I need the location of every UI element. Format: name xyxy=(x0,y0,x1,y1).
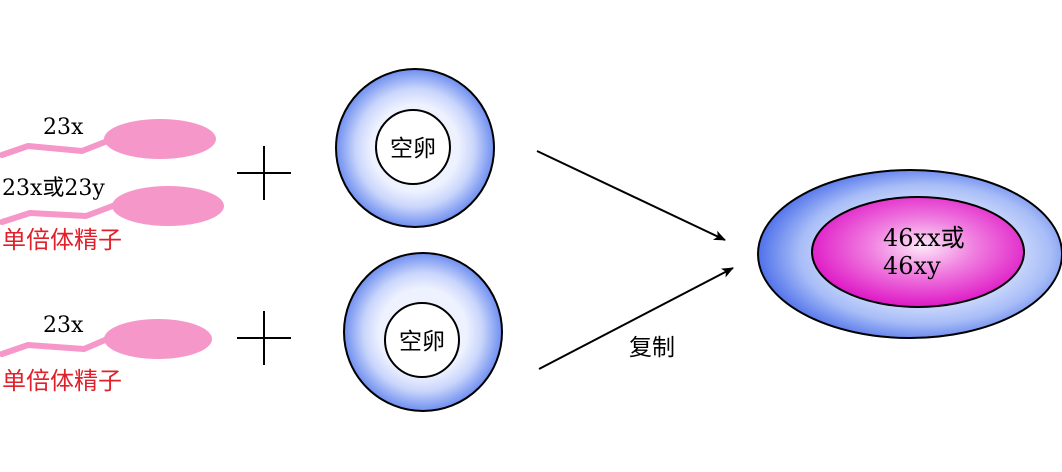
arrow-bottom xyxy=(538,267,734,370)
plus-icon-top xyxy=(237,146,291,200)
egg-top-label: 空卵 xyxy=(390,136,436,162)
copy-label: 复制 xyxy=(629,335,675,361)
egg-nucleus xyxy=(384,302,460,378)
sperm-tail xyxy=(0,201,121,225)
result-label-line2: 46xy xyxy=(883,252,941,280)
sperm-head xyxy=(112,186,224,226)
empty-egg-top xyxy=(335,68,495,228)
sperm-bottom-label: 23x xyxy=(43,313,84,338)
sperm-head xyxy=(104,119,216,159)
sperm-top-2-label: 23x或23y xyxy=(2,176,105,201)
haploid-sperm-label-bottom: 单倍体精子 xyxy=(2,367,122,395)
sperm-tail xyxy=(0,137,113,158)
result-label-line1: 46xx或 xyxy=(883,224,965,252)
egg-bottom-label: 空卵 xyxy=(399,329,445,355)
diploid-cell xyxy=(757,169,1062,339)
haploid-sperm-label-top: 单倍体精子 xyxy=(2,226,122,254)
sperm-head xyxy=(104,319,212,359)
cell-nucleus xyxy=(811,196,1025,308)
egg-nucleus xyxy=(375,109,451,185)
sperm-top-2 xyxy=(0,186,224,226)
sperm-tail xyxy=(0,334,115,357)
sperm-bottom xyxy=(0,319,212,359)
empty-egg-bottom xyxy=(343,252,503,412)
arrow-top xyxy=(536,150,726,241)
plus-icon-bottom xyxy=(237,311,291,365)
sperm-top-1 xyxy=(0,119,216,159)
sperm-top-1-label: 23x xyxy=(43,115,84,140)
